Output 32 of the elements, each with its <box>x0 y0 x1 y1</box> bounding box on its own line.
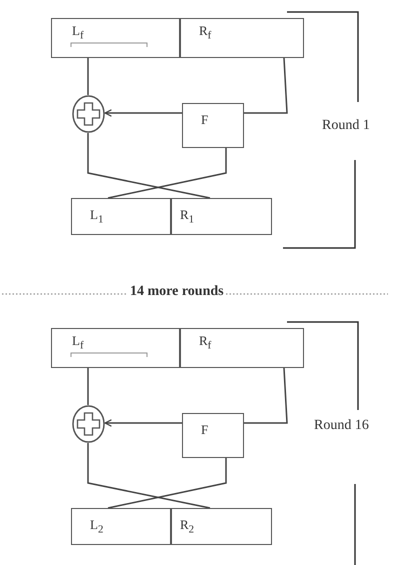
xor-circle <box>72 95 105 133</box>
function-box <box>182 413 244 458</box>
half-block-box <box>180 18 304 58</box>
connector-line <box>244 58 288 114</box>
half-block-box <box>171 508 272 545</box>
connector-line <box>87 368 89 405</box>
arrow <box>104 109 182 117</box>
block-label: L$_{f}$ <box>72 333 84 352</box>
block-label: L$_{2}$ <box>90 517 104 536</box>
half-block-box <box>180 328 304 368</box>
half-block-box <box>71 198 171 235</box>
half-block-box <box>171 198 272 235</box>
xor-circle <box>72 405 105 443</box>
block-label: L$_{1}$ <box>90 207 104 226</box>
block-label: L$_{f}$ <box>72 23 84 42</box>
connector-line <box>108 148 227 199</box>
block-label: R$_{1}$ <box>180 207 194 226</box>
block-label: F <box>201 112 208 128</box>
connector-line <box>244 368 288 424</box>
half-block-box <box>51 18 180 58</box>
block-label: R$_{2}$ <box>180 517 194 536</box>
half-block-box <box>51 328 180 368</box>
arrow <box>104 419 182 427</box>
block-label: F <box>201 422 208 438</box>
block-label: R$_{f}$ <box>199 23 212 42</box>
connector-line <box>87 443 210 509</box>
connector-line <box>87 133 210 199</box>
connector-line <box>108 458 227 509</box>
function-box <box>182 103 244 148</box>
half-block-box <box>71 508 171 545</box>
connector-line <box>87 58 89 95</box>
block-label: R$_{f}$ <box>199 333 212 352</box>
